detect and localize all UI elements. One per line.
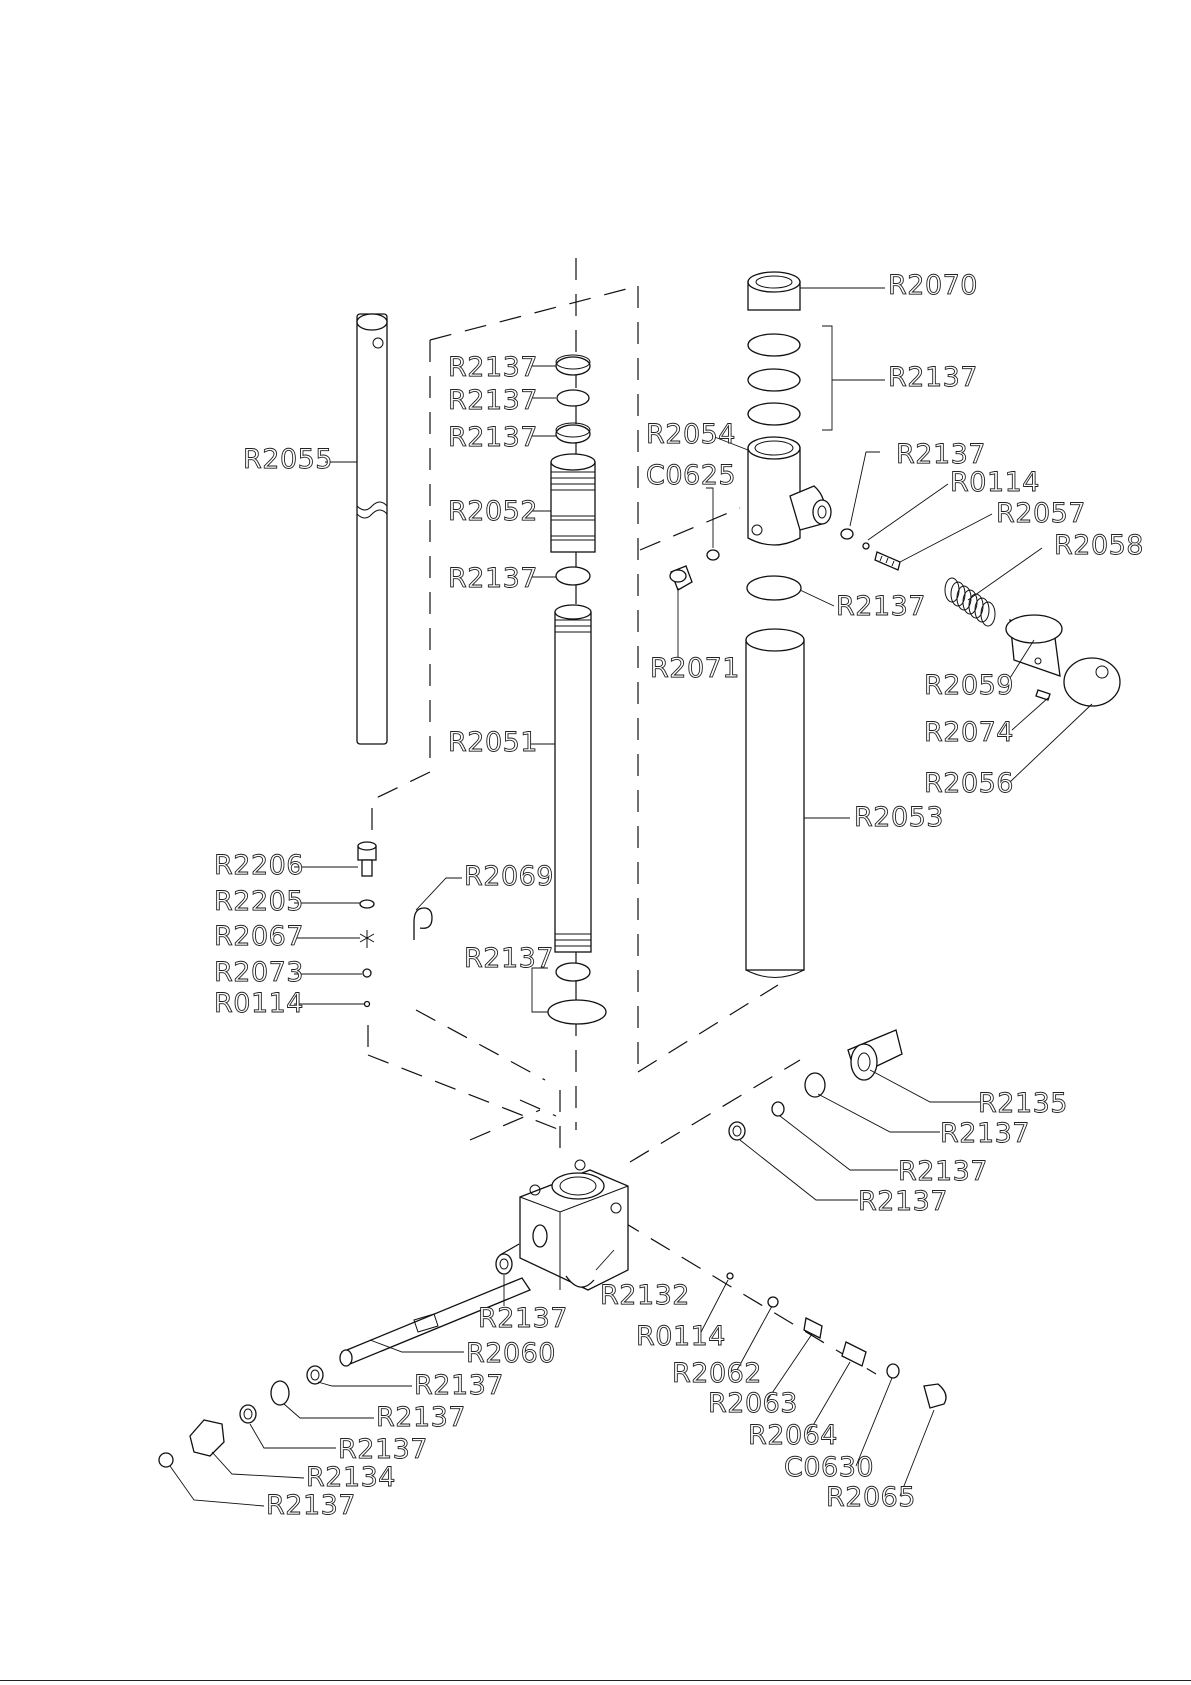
small-parts-left <box>358 842 432 1007</box>
callout-label: R2058 <box>1054 530 1144 561</box>
callout-label: R2137 <box>338 1434 428 1465</box>
callout-label: R2137 <box>888 362 978 393</box>
callout-label: R2137 <box>478 1303 568 1334</box>
callout-label: R2137 <box>266 1490 356 1521</box>
callout-label: R2137 <box>448 563 538 594</box>
callout-label: R2073 <box>214 957 304 988</box>
callout-label: R2132 <box>600 1280 690 1311</box>
callout-label: C0630 <box>784 1452 874 1483</box>
callout-label: R2206 <box>214 850 304 881</box>
callout-label: R2137 <box>940 1118 1030 1149</box>
callout-label: R2053 <box>854 802 944 833</box>
callout-label: R2069 <box>464 861 554 892</box>
callout-label: R2070 <box>888 270 978 301</box>
callout-label: R2137 <box>376 1402 466 1433</box>
callout-label: R2060 <box>466 1338 556 1369</box>
callout-label: R2056 <box>924 768 1014 799</box>
callout-label: R2137 <box>448 385 538 416</box>
callout-label: R2051 <box>448 727 538 758</box>
callout-label: R2074 <box>924 717 1014 748</box>
callout-label: R2054 <box>646 419 736 450</box>
callout-label: R2137 <box>896 439 986 470</box>
callout-label: R2137 <box>858 1186 948 1217</box>
rod-r2055 <box>357 314 387 744</box>
callout-label: R2064 <box>748 1420 838 1451</box>
callout-label: R2205 <box>214 886 304 917</box>
callout-label: R2071 <box>650 653 740 684</box>
callout-labels: R2070 R2137 R2137 R2137 R2137 R2055 R205… <box>214 270 1144 1521</box>
callout-label: R2134 <box>306 1462 396 1493</box>
callout-label: R2052 <box>448 496 538 527</box>
callout-label: R2137 <box>836 591 926 622</box>
right-fittings <box>729 1030 902 1140</box>
callout-label: R2137 <box>464 943 554 974</box>
callout-label: R2137 <box>448 422 538 453</box>
callout-label: R0114 <box>214 988 304 1019</box>
center-stack <box>548 355 606 1024</box>
callout-label: R0114 <box>636 1321 726 1352</box>
callout-label: R2137 <box>898 1156 988 1187</box>
callout-label: R2057 <box>996 498 1086 529</box>
page-bottom-rule <box>0 1680 1191 1681</box>
callout-label: R2067 <box>214 921 304 952</box>
callout-label: R2062 <box>672 1358 762 1389</box>
callout-label: R2065 <box>826 1482 916 1513</box>
block-r2132 <box>520 1160 628 1290</box>
callout-label: R0114 <box>950 467 1040 498</box>
callout-label: R2135 <box>978 1088 1068 1119</box>
right-column <box>746 272 831 978</box>
callout-label: R2055 <box>243 444 333 475</box>
callout-label: R2137 <box>448 352 538 383</box>
callout-label: R2137 <box>414 1370 504 1401</box>
callout-label: R2059 <box>924 670 1014 701</box>
callout-label: C0625 <box>646 460 736 491</box>
callout-label: R2063 <box>708 1388 798 1419</box>
